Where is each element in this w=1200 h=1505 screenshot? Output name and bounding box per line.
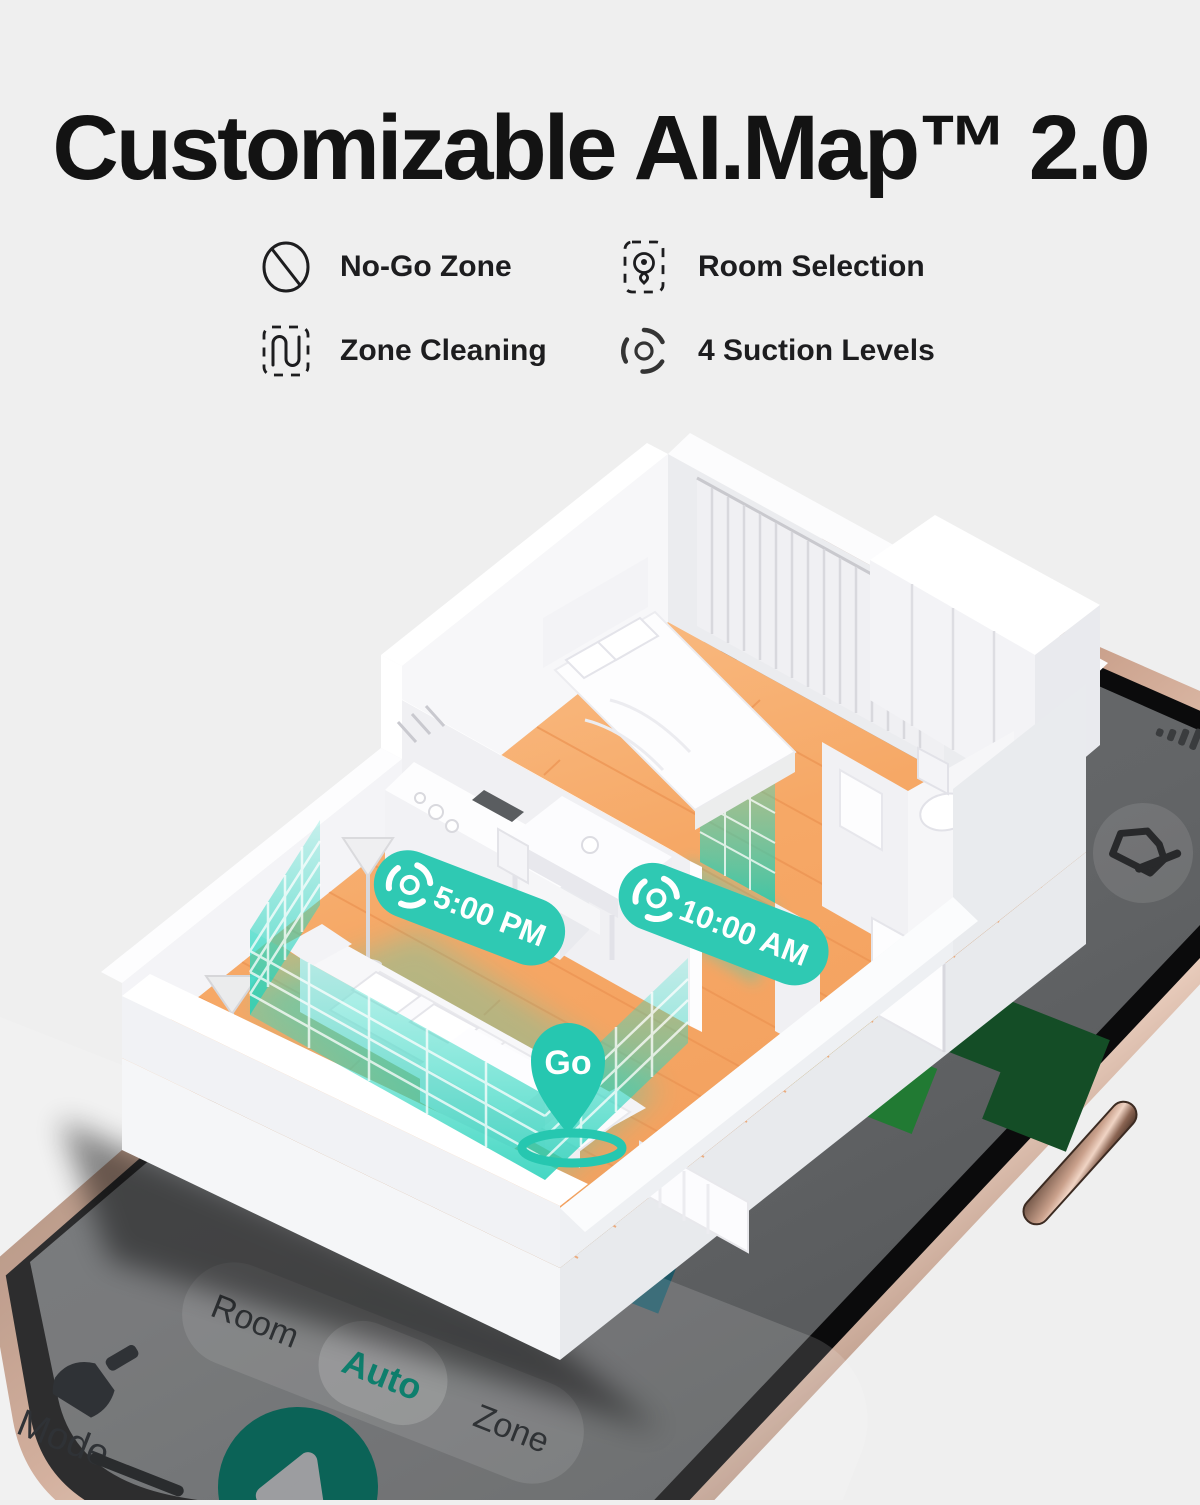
feature-label: Zone Cleaning: [340, 334, 547, 368]
feature-no-go-zone: No-Go Zone: [258, 236, 616, 298]
feature-suction-levels: 4 Suction Levels: [616, 320, 1036, 382]
feature-label: 4 Suction Levels: [698, 334, 935, 368]
go-pin-label: Go: [544, 1044, 591, 1082]
feature-label: Room Selection: [698, 250, 925, 284]
feature-label: No-Go Zone: [340, 250, 512, 284]
page-title: Customizable AI.Map™ 2.0: [0, 96, 1200, 201]
feature-list: No-Go Zone Room Selection Zone Cleaning: [258, 236, 1036, 382]
no-go-zone-icon: [258, 237, 314, 297]
room-selection-icon: [616, 237, 672, 297]
suction-levels-icon: [616, 321, 672, 381]
feature-zone-cleaning: Zone Cleaning: [258, 320, 616, 382]
scene: Room Auto Zone Mode: [0, 430, 1200, 1500]
wall-step-face: [381, 655, 402, 759]
zone-cleaning-icon: [258, 321, 314, 381]
feature-room-selection: Room Selection: [616, 236, 1036, 298]
